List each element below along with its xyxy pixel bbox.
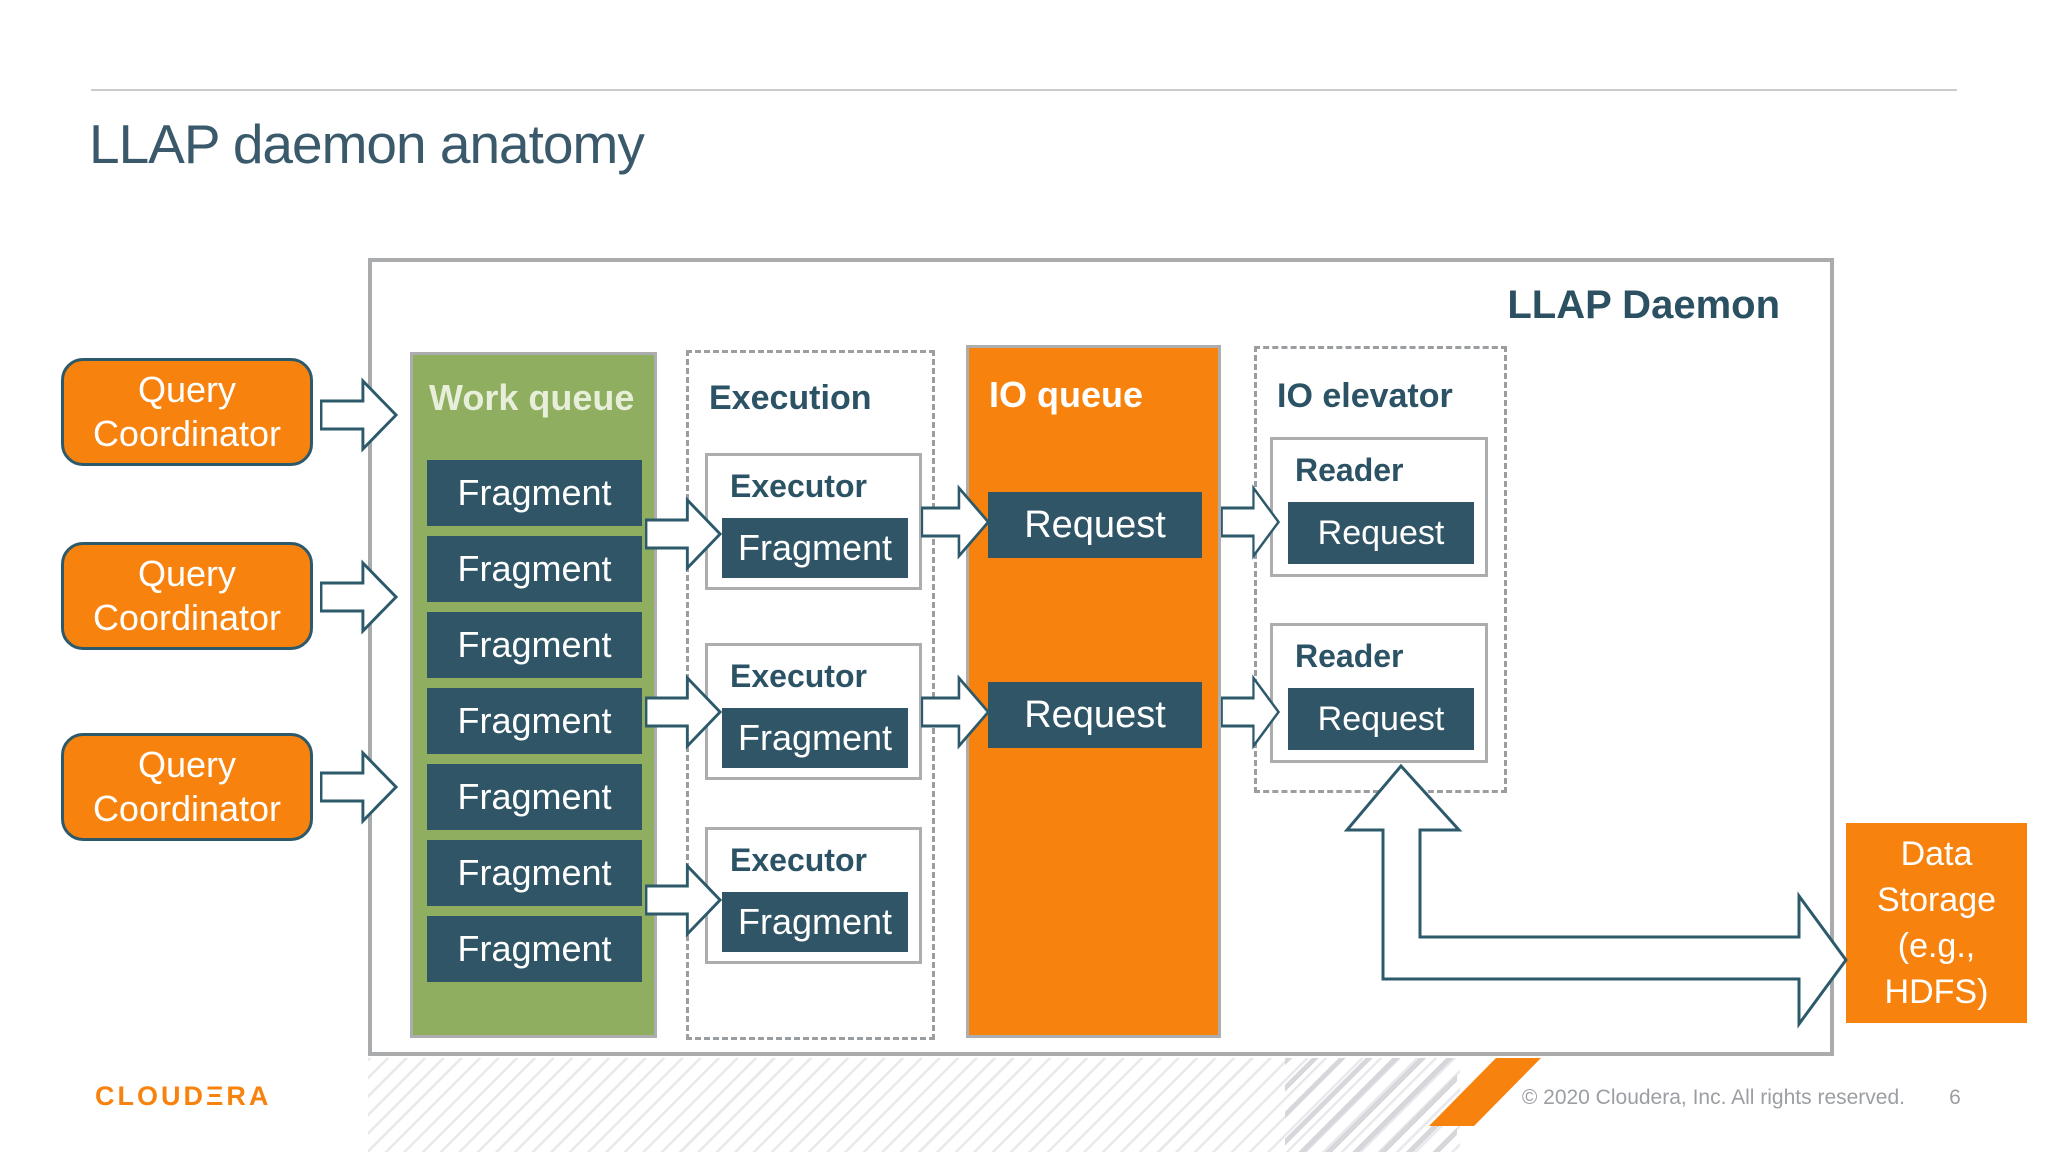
arrow-right-icon (921, 484, 990, 560)
executor-box: Executor Fragment (705, 643, 922, 780)
arrow-right-icon (320, 559, 398, 635)
llap-daemon-label: LLAP Daemon (1507, 283, 1780, 327)
arrow-right-icon (645, 496, 722, 572)
work-queue-fragment: Fragment (427, 536, 642, 602)
execution-title: Execution (709, 379, 872, 417)
data-storage-box: Data Storage (e.g., HDFS) (1846, 823, 2027, 1023)
executor-fragment: Fragment (722, 708, 908, 768)
work-queue-fragment: Fragment (427, 916, 642, 982)
executor-box: Executor Fragment (705, 453, 922, 590)
io-queue-title: IO queue (989, 374, 1144, 415)
cloudera-logo: CLOUDΞRA (95, 1081, 272, 1111)
reader-box: Reader Request (1270, 623, 1488, 763)
query-coordinator-box: Query Coordinator (61, 542, 313, 650)
work-queue-title: Work queue (429, 377, 635, 418)
io-elevator-title: IO elevator (1277, 377, 1453, 415)
work-queue-fragment: Fragment (427, 460, 642, 526)
reader-request: Request (1288, 688, 1474, 750)
reader-label: Reader (1295, 638, 1404, 674)
arrow-right-icon (645, 862, 722, 938)
arrow-right-icon (320, 377, 398, 453)
work-queue-fragment: Fragment (427, 764, 642, 830)
data-storage-label: Data Storage (e.g., HDFS) (1876, 835, 1997, 1011)
executor-label: Executor (730, 842, 867, 878)
reader-box: Reader Request (1270, 437, 1488, 577)
executor-label: Executor (730, 658, 867, 694)
arrow-right-icon (1221, 484, 1280, 560)
arrow-right-icon (1221, 674, 1280, 750)
executor-label: Executor (730, 468, 867, 504)
work-queue-fragment: Fragment (427, 840, 642, 906)
diagonal-stripes-decoration (1285, 1058, 1457, 1152)
executor-fragment: Fragment (722, 892, 908, 952)
executor-fragment: Fragment (722, 518, 908, 578)
query-coordinator-box: Query Coordinator (61, 733, 313, 841)
io-queue-request: Request (988, 682, 1202, 748)
work-queue-fragment: Fragment (427, 688, 642, 754)
arrow-right-icon (921, 674, 990, 750)
work-queue-fragment: Fragment (427, 612, 642, 678)
diagonal-hatch-decoration (368, 1058, 1460, 1152)
query-coordinator-box: Query Coordinator (61, 358, 313, 466)
copyright-text: © 2020 Cloudera, Inc. All rights reserve… (1521, 1086, 1905, 1109)
page-number: 6 (1949, 1086, 1961, 1109)
io-queue-request: Request (988, 492, 1202, 558)
executor-box: Executor Fragment (705, 827, 922, 964)
arrow-right-icon (320, 749, 398, 825)
arrow-right-icon (645, 674, 722, 750)
reader-request: Request (1288, 502, 1474, 564)
header-rule (91, 89, 1957, 91)
page-title: LLAP daemon anatomy (89, 113, 645, 175)
reader-label: Reader (1295, 452, 1404, 488)
